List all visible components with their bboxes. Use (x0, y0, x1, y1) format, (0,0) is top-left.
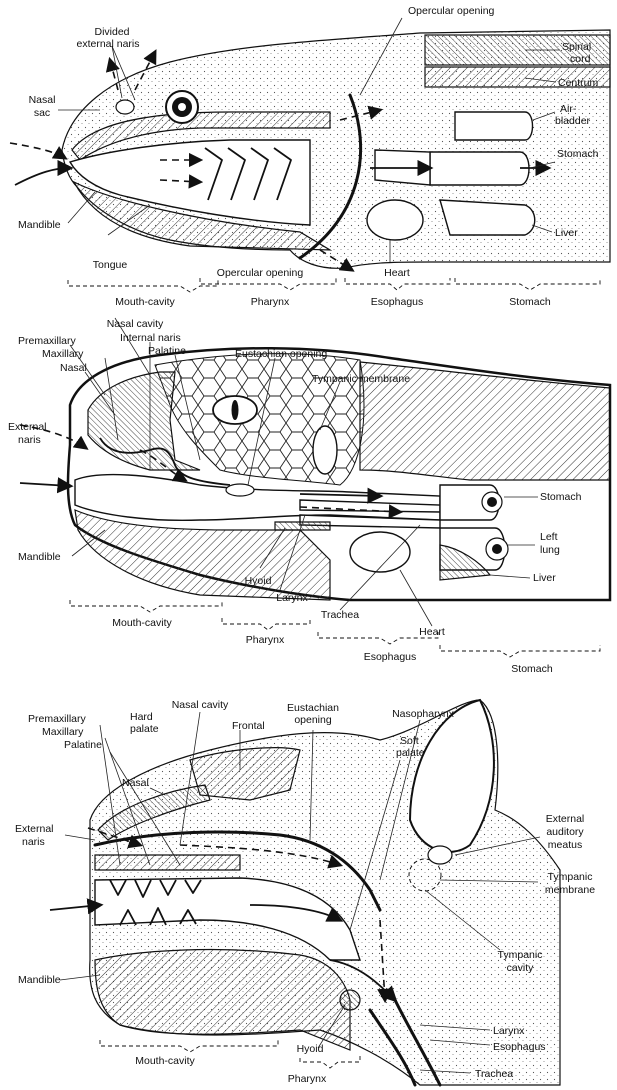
fish-label-spinal-1: Spinal (562, 41, 591, 53)
fish-water-arrow-1 (10, 143, 65, 158)
mammal-label-tympanic-cavity-1: Tympanic (498, 949, 543, 961)
mammal-label-mandible: Mandible (18, 974, 61, 986)
reptile-label-stomach: Stomach (540, 491, 582, 503)
reptile-label-mandible: Mandible (18, 551, 61, 563)
mammal-label-nasal-cavity: Nasal cavity (172, 699, 229, 711)
fish-eye (166, 91, 198, 123)
mammal-label-soft-palate-2: palate (396, 747, 425, 759)
reptile-heart (350, 532, 410, 572)
mammal-label-trachea: Trachea (475, 1068, 513, 1080)
reptile-label-internal-naris: Internal naris (120, 332, 181, 344)
mammal-label-eustachian-2: opening (294, 714, 332, 726)
mammal-label-pharynx: Pharynx (288, 1073, 327, 1085)
reptile-label-mouth-cavity: Mouth-cavity (112, 617, 172, 629)
reptile-label-nasal-cavity: Nasal cavity (107, 318, 164, 330)
mammal-external-auditory-meatus (428, 846, 452, 864)
mammal-label-external-naris-1: External (15, 823, 54, 835)
mammal-label-tympanic-membrane-2: membrane (545, 884, 595, 896)
fish-heart (367, 200, 423, 240)
mammal-hyoid (340, 990, 360, 1010)
mammal-label-premaxillary: Premaxillary (28, 713, 87, 725)
mammal-label-soft-palate-1: Soft (400, 735, 419, 747)
reptile-tympanic-membrane (313, 426, 337, 474)
fish-label-mouth-cavity: Mouth-cavity (115, 296, 175, 308)
mammal-label-eam-1: External (546, 813, 585, 825)
mammal-label-tympanic-cavity-2: cavity (507, 962, 535, 974)
mammal-label-mouth-cavity: Mouth-cavity (135, 1055, 195, 1067)
fish-air-bladder (455, 112, 533, 140)
mammal-hard-palate (95, 855, 240, 870)
reptile-label-stomach-region: Stomach (511, 663, 553, 675)
mammal-label-nasal: Nasal (122, 777, 149, 789)
reptile-panel: Nasal cavity Premaxillary Internal naris… (8, 318, 610, 675)
mammal-label-hard-palate-1: Hard (130, 711, 153, 723)
fish-panel: Divided external naris Nasal sac Opercul… (10, 5, 610, 308)
reptile-label-external-naris-1: External (8, 421, 47, 433)
reptile-eye (213, 396, 257, 424)
fish-water-arrow-2 (15, 168, 70, 185)
fish-label-liver: Liver (555, 227, 578, 239)
reptile-label-larynx: Larynx (276, 592, 308, 604)
mammal-label-larynx: Larynx (493, 1025, 525, 1037)
mammal-label-eustachian-1: Eustachian (287, 702, 339, 714)
fish-naris (116, 100, 134, 114)
mammal-label-tympanic-membrane-1: Tympanic (548, 871, 593, 883)
reptile-label-external-naris-2: naris (18, 434, 41, 446)
reptile-eustachian-opening (226, 484, 254, 496)
reptile-label-heart: Heart (419, 626, 445, 638)
reptile-label-tympanic: Tympanic membrane (312, 373, 410, 385)
fish-label-nasal-sac-1: Nasal (29, 94, 56, 106)
fish-label-opercular-bottom: Opercular opening (217, 267, 304, 279)
fish-label-air-2: bladder (555, 115, 591, 127)
mammal-panel: Nasal cavity Eustachian opening Nasophar… (15, 699, 595, 1085)
fish-label-stomach-region: Stomach (509, 296, 551, 308)
fish-label-stomach: Stomach (557, 148, 599, 160)
mammal-label-palatine: Palatine (64, 739, 102, 751)
reptile-label-hyoid: Hyoid (245, 575, 272, 587)
mammal-label-hard-palate-2: palate (130, 723, 159, 735)
fish-label-centrum: Centrum (558, 77, 599, 89)
mammal-label-eam-3: meatus (548, 839, 582, 851)
reptile-air-arrow-2 (20, 483, 70, 486)
reptile-label-maxillary: Maxillary (42, 348, 84, 360)
reptile-label-left-lung-1: Left (540, 531, 558, 543)
fish-label-tongue: Tongue (93, 259, 128, 271)
fish-stomach (430, 152, 529, 185)
fish-liver (440, 200, 535, 235)
mammal-label-frontal: Frontal (232, 720, 265, 732)
reptile-label-liver: Liver (533, 572, 556, 584)
fish-label-opercular-top: Opercular opening (408, 5, 495, 17)
fish-label-mandible: Mandible (18, 219, 61, 231)
reptile-label-palatine: Palatine (148, 345, 186, 357)
fish-label-pharynx: Pharynx (251, 296, 290, 308)
mammal-label-hyoid: Hyoid (297, 1043, 324, 1055)
fish-label-esophagus: Esophagus (371, 296, 424, 308)
fish-label-divided-naris-1: Divided (94, 26, 129, 38)
mammal-label-eam-2: auditory (546, 826, 584, 838)
mammal-label-maxillary: Maxillary (42, 726, 84, 738)
mammal-label-external-naris-2: naris (22, 836, 45, 848)
reptile-label-left-lung-2: lung (540, 544, 560, 556)
reptile-label-nasal: Nasal (60, 362, 87, 374)
fish-label-nasal-sac-2: sac (34, 107, 50, 119)
reptile-stomach (440, 485, 502, 520)
mammal-label-nasopharynx: Nasopharynx (392, 708, 455, 720)
fish-region-braces (68, 278, 600, 292)
mammal-label-esophagus: Esophagus (493, 1041, 546, 1053)
reptile-label-esophagus: Esophagus (364, 651, 417, 663)
fish-label-heart: Heart (384, 267, 410, 279)
reptile-label-premaxillary: Premaxillary (18, 335, 77, 347)
fish-label-divided-naris-2: external naris (76, 38, 139, 50)
reptile-label-pharynx: Pharynx (246, 634, 285, 646)
reptile-label-trachea: Trachea (321, 609, 359, 621)
fish-label-air-1: Air- (560, 103, 577, 115)
reptile-label-eustachian: Eustachian opening (235, 348, 327, 360)
fish-label-spinal-2: cord (570, 53, 591, 65)
